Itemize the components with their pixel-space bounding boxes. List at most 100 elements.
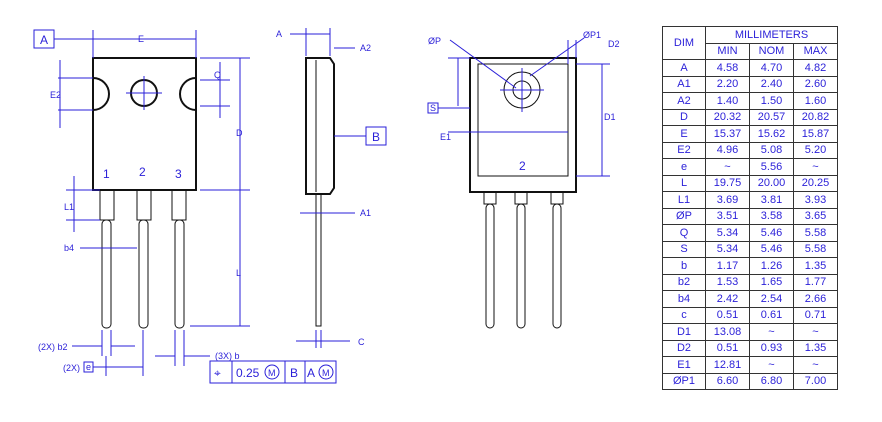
cell-max: 2.66 — [793, 290, 838, 308]
cell-max: 5.58 — [793, 240, 838, 258]
cell-min: 15.37 — [705, 125, 750, 143]
cell-min: 2.20 — [705, 75, 750, 93]
datum-ref-a: A — [307, 366, 315, 380]
side-view: A A2 B A1 C — [276, 28, 387, 348]
cell-min: 5.34 — [705, 224, 750, 242]
l1-label: L1 — [64, 202, 74, 212]
b-label: (3X) b — [215, 351, 240, 361]
a1-label: A1 — [360, 208, 371, 218]
center-pin-label: 2 — [519, 159, 526, 173]
s-label: S — [430, 103, 436, 113]
cell-nom: 0.93 — [749, 339, 794, 357]
cell-nom: 3.58 — [749, 207, 794, 225]
mmc-modifier-2: M — [322, 368, 330, 378]
cell-dim: D2 — [662, 339, 706, 357]
min-header: MIN — [705, 42, 750, 60]
cell-min: 1.53 — [705, 273, 750, 291]
cell-dim: D1 — [662, 323, 706, 341]
cell-dim: D — [662, 108, 706, 126]
cell-dim: L — [662, 174, 706, 192]
cell-max: 20.25 — [793, 174, 838, 192]
cell-dim: e — [662, 158, 706, 176]
cell-min: 0.51 — [705, 339, 750, 357]
cell-nom: ~ — [749, 323, 794, 341]
cell-dim: b4 — [662, 290, 706, 308]
e-pitch-box: e — [86, 362, 91, 372]
unit-header: MILLIMETERS — [705, 26, 838, 44]
cell-max: 1.35 — [793, 257, 838, 275]
cell-min: ~ — [705, 158, 750, 176]
cell-nom: 5.56 — [749, 158, 794, 176]
package-body-front — [92, 57, 197, 191]
back-view: ØP ØP1 D2 S D1 E1 2 — [427, 30, 620, 329]
cell-nom: 6.80 — [749, 372, 794, 390]
tolerance-value: 0.25 — [236, 366, 260, 380]
cell-min: 1.17 — [705, 257, 750, 275]
cell-max: 7.00 — [793, 372, 838, 390]
e1-label: E1 — [440, 132, 451, 142]
cell-nom: 20.57 — [749, 108, 794, 126]
cell-max: 3.93 — [793, 191, 838, 209]
cell-dim: b — [662, 257, 706, 275]
cell-min: 4.96 — [705, 141, 750, 159]
mmc-modifier-1: M — [268, 368, 276, 378]
cell-max: ~ — [793, 323, 838, 341]
cell-dim: S — [662, 240, 706, 258]
cell-min: 12.81 — [705, 356, 750, 374]
cell-min: 2.42 — [705, 290, 750, 308]
cell-max: 1.77 — [793, 273, 838, 291]
cell-min: 3.51 — [705, 207, 750, 225]
cell-max: 0.71 — [793, 306, 838, 324]
cell-nom: 5.46 — [749, 240, 794, 258]
pin-3-label: 3 — [175, 167, 182, 181]
pin-1-label: 1 — [103, 167, 110, 181]
nom-header: NOM — [749, 42, 794, 60]
cell-min: 19.75 — [705, 174, 750, 192]
cell-max: 5.58 — [793, 224, 838, 242]
cell-nom: 2.40 — [749, 75, 794, 93]
cell-min: 13.08 — [705, 323, 750, 341]
cell-max: 1.35 — [793, 339, 838, 357]
cell-nom: 4.70 — [749, 59, 794, 77]
cell-nom: ~ — [749, 356, 794, 374]
q-label: Q — [214, 70, 221, 80]
cell-dim: c — [662, 306, 706, 324]
cell-max: 4.82 — [793, 59, 838, 77]
cell-max: ~ — [793, 356, 838, 374]
cell-min: 4.58 — [705, 59, 750, 77]
cell-min: 0.51 — [705, 306, 750, 324]
d-label: D — [236, 128, 243, 138]
cell-nom: 3.81 — [749, 191, 794, 209]
max-header: MAX — [793, 42, 838, 60]
cell-max: 20.82 — [793, 108, 838, 126]
cell-nom: 1.26 — [749, 257, 794, 275]
cell-nom: 1.65 — [749, 273, 794, 291]
c-label: C — [358, 337, 365, 347]
front-view: A E E2 Q D L L1 b4 1 2 3 (2X) b2 (2X) e … — [33, 29, 337, 384]
cell-dim: ØP1 — [662, 372, 706, 390]
datum-a-label: A — [40, 33, 48, 47]
e-label: E — [138, 34, 144, 44]
cell-nom: 0.61 — [749, 306, 794, 324]
cell-max: 1.60 — [793, 92, 838, 110]
pin-2-label: 2 — [139, 165, 146, 179]
d2-label: D2 — [608, 39, 620, 49]
cell-dim: ØP — [662, 207, 706, 225]
cell-dim: A1 — [662, 75, 706, 93]
cell-min: 20.32 — [705, 108, 750, 126]
d1-label: D1 — [604, 112, 616, 122]
a-label: A — [276, 29, 282, 39]
